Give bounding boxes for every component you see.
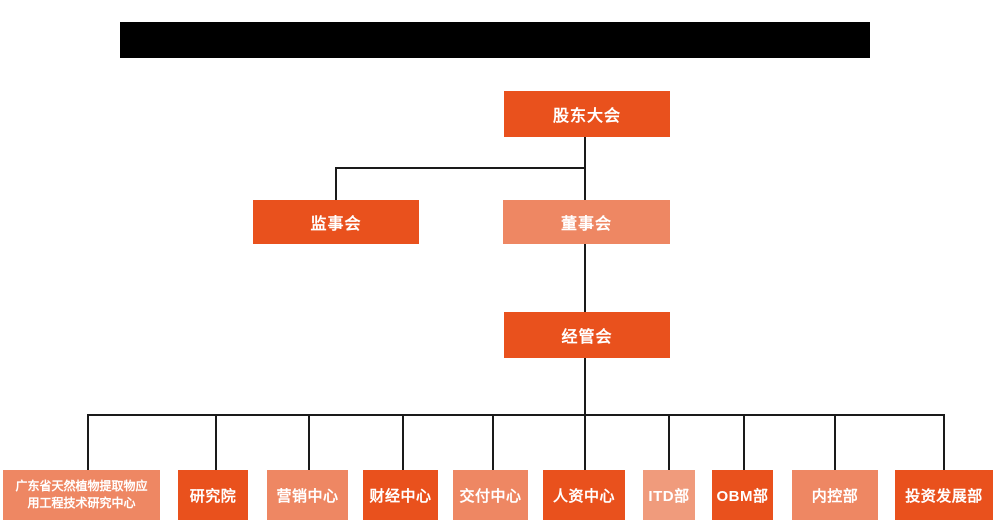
redacted-title-bar (120, 22, 870, 58)
connector-line (215, 414, 217, 471)
org-node-obm-department: OBM部 (712, 470, 773, 520)
connector-line (335, 167, 586, 169)
connector-line (584, 243, 586, 313)
org-node-itd-department: ITD部 (643, 470, 695, 520)
connector-line (402, 414, 404, 471)
connector-line (87, 414, 89, 471)
connector-line (743, 414, 745, 471)
org-node-marketing-center: 营销中心 (267, 470, 348, 520)
org-node-investment-development-department: 投资发展部 (895, 470, 993, 520)
org-node-research-institute: 研究院 (178, 470, 248, 520)
connector-line (943, 414, 945, 471)
connector-line (492, 414, 494, 471)
org-node-hr-center: 人资中心 (543, 470, 625, 520)
org-node-management-committee: 经管会 (504, 312, 670, 358)
org-node-board-of-directors: 董事会 (503, 200, 670, 244)
org-node-delivery-center: 交付中心 (453, 470, 528, 520)
org-node-internal-control-department: 内控部 (792, 470, 878, 520)
org-node-finance-center: 财经中心 (363, 470, 438, 520)
org-node-supervisory-board: 监事会 (253, 200, 419, 244)
connector-line (668, 414, 670, 471)
connector-line (335, 167, 337, 201)
org-node-gd-natural-plant-extract-research-center: 广东省天然植物提取物应用工程技术研究中心 (3, 470, 160, 520)
connector-line (87, 414, 945, 416)
connector-line (308, 414, 310, 471)
org-node-shareholders-meeting: 股东大会 (504, 91, 670, 137)
connector-line (834, 414, 836, 471)
